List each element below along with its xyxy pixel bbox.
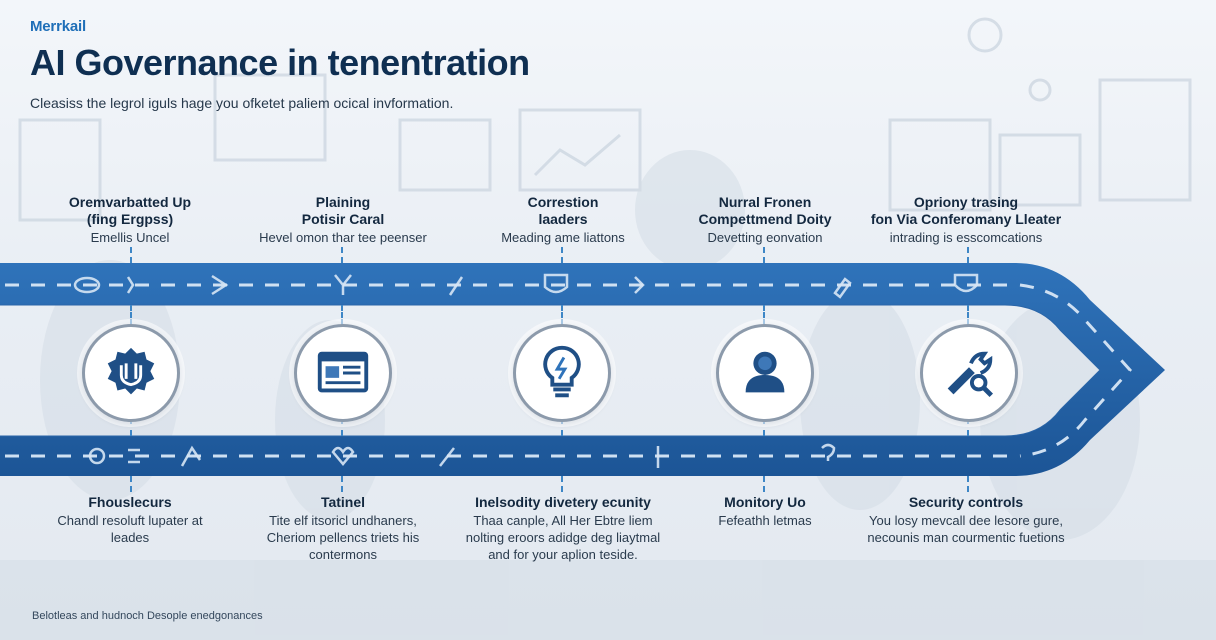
connector-line: [967, 476, 969, 492]
footer-note: Belotleas and hudnoch Desople enedgonanc…: [32, 610, 263, 622]
bottom-step-2: Tatinel Tite elf itsoricl undhaners, Che…: [233, 494, 453, 563]
step-circle-3[interactable]: [513, 324, 611, 422]
bottom-step-4-sub: Fefeathh letmas: [718, 513, 812, 528]
top-step-3: Correstion laaders Meading ame liattons: [453, 194, 673, 246]
bottom-step-1: Fhouslecurs Chandl resoluft lupater at l…: [20, 494, 240, 546]
bottom-step-3-heading: Inelsodity divetery ecunity: [475, 494, 651, 510]
bottom-step-1-sub: Chandl resoluft lupater at leades: [57, 513, 203, 545]
top-step-4-sub: Devetting eonvation: [707, 230, 823, 245]
top-step-2: Plaining Potisir Caral Hevel omon thar t…: [233, 194, 453, 246]
page-title: AI Governance in tenentration: [30, 42, 530, 83]
connector-line: [341, 476, 343, 492]
top-step-1-heading: Oremvarbatted Up (fing Ergpss): [68, 194, 192, 227]
connector-line: [561, 476, 563, 492]
bottom-step-5-heading: Security controls: [908, 494, 1024, 510]
top-step-2-heading: Plaining Potisir Caral: [301, 194, 385, 227]
brand-logo: Merrkail: [30, 18, 86, 35]
top-step-5-heading: Opriony trasing fon Via Conferomany Llea…: [870, 194, 1062, 227]
page-subtitle: Cleasiss the legrol iguls hage you ofket…: [30, 95, 454, 111]
bottom-step-2-sub: Tite elf itsoricl undhaners, Cheriom pel…: [266, 513, 420, 562]
bottom-step-2-heading: Tatinel: [320, 494, 366, 510]
top-step-3-heading: Correstion laaders: [527, 194, 599, 227]
bottom-step-4-heading: Monitory Uo: [724, 494, 806, 510]
connector-line: [130, 305, 132, 325]
connector-line: [561, 418, 563, 436]
step-circle-1[interactable]: [82, 324, 180, 422]
connector-line: [763, 418, 765, 436]
top-step-2-sub: Hevel omon thar tee peenser: [259, 230, 427, 245]
bottom-step-1-heading: Fhouslecurs: [88, 494, 172, 510]
user-icon: [745, 351, 785, 393]
top-step-4-heading: Nurral Fronen Compettmend Doity: [698, 194, 832, 227]
connector-line: [967, 305, 969, 325]
top-step-5: Opriony trasing fon Via Conferomany Llea…: [843, 194, 1089, 246]
step-circle-4[interactable]: [716, 324, 814, 422]
top-step-1-sub: Emellis Uncel: [90, 230, 170, 245]
connector-line: [967, 418, 969, 436]
connector-line: [561, 305, 563, 325]
shield-icon: [107, 347, 155, 395]
step-circle-2[interactable]: [294, 324, 392, 422]
tools-icon: [947, 351, 993, 397]
connector-line: [561, 247, 563, 263]
connector-line: [763, 476, 765, 492]
top-step-3-sub: Meading ame liattons: [501, 230, 625, 245]
connector-line: [130, 247, 132, 263]
bottom-step-3-sub: Thaa canple, All Her Ebtre liem nolting …: [465, 513, 661, 562]
lightbulb-icon: [543, 345, 581, 398]
top-step-5-sub: intrading is esscomcations: [889, 230, 1043, 245]
top-step-1: Oremvarbatted Up (fing Ergpss) Emellis U…: [20, 194, 240, 246]
connector-line: [763, 305, 765, 325]
connector-line: [763, 247, 765, 263]
connector-line: [341, 418, 343, 436]
bottom-step-5: Security controls You losy mevcall dee l…: [843, 494, 1089, 546]
connector-line: [967, 247, 969, 263]
connector-line: [341, 305, 343, 325]
document-icon: [317, 351, 369, 393]
connector-line: [341, 247, 343, 263]
bottom-step-4: Monitory Uo Fefeathh letmas: [655, 494, 875, 529]
connector-line: [130, 476, 132, 492]
bottom-step-5-sub: You losy mevcall dee lesore gure, necoun…: [867, 513, 1065, 545]
top-step-4: Nurral Fronen Compettmend Doity Devettin…: [655, 194, 875, 246]
bottom-step-3: Inelsodity divetery ecunity Thaa canple,…: [443, 494, 683, 563]
connector-line: [130, 418, 132, 436]
step-circle-5[interactable]: [920, 324, 1018, 422]
